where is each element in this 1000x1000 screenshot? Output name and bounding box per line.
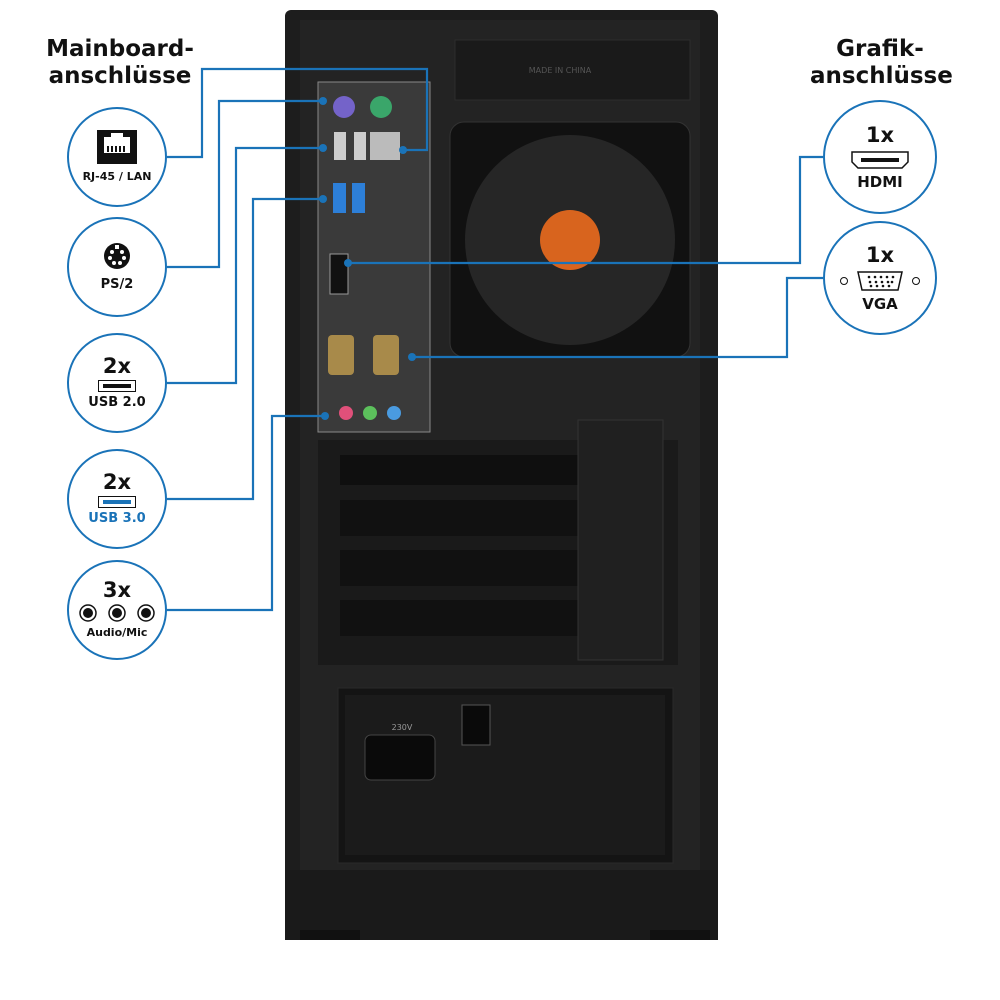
mainboard-ports-heading: Mainboard- anschlüsse — [40, 36, 200, 90]
heading-line: anschlüsse — [48, 63, 192, 89]
audio-jack-icon — [79, 604, 155, 622]
voltage-label: 230V — [392, 723, 413, 732]
port-label: VGA — [862, 295, 898, 313]
port-label: PS/2 — [100, 277, 134, 292]
ps2-mouse-port — [370, 96, 392, 118]
leader-line-hdmi — [348, 155, 823, 265]
port-badge-rj45: RJ-45 / LAN — [67, 107, 167, 207]
ethernet-icon — [97, 130, 137, 164]
power-switch — [461, 704, 491, 746]
heading-line: Grafik- — [836, 36, 924, 62]
leader-line-rj45 — [167, 67, 429, 159]
port-count: 2x — [102, 470, 132, 494]
usb-icon — [98, 380, 136, 392]
port-badge-audio: 3x Audio/Mic — [67, 560, 167, 660]
ps2-icon — [104, 243, 130, 269]
leader-line-ps2 — [167, 99, 323, 269]
vga-icon — [840, 271, 920, 291]
power-inlet — [364, 734, 436, 781]
heading-line: Mainboard- — [46, 36, 194, 62]
hdmi-icon — [851, 151, 909, 169]
port-count: 3x — [102, 578, 132, 602]
port-count: 1x — [865, 123, 895, 147]
port-count: 2x — [102, 354, 132, 378]
leader-line-vga — [412, 276, 823, 359]
port-label: USB 3.0 — [88, 511, 146, 526]
port-label: USB 2.0 — [88, 395, 146, 410]
made-in-text: MADE IN CHINA — [529, 66, 592, 75]
port-badge-vga: 1x VGA — [823, 221, 937, 335]
leader-line-audio — [167, 414, 325, 612]
leader-line-usb3 — [167, 197, 323, 501]
port-label: RJ-45 / LAN — [82, 170, 152, 183]
port-label: HDMI — [857, 173, 903, 191]
port-count: 1x — [865, 243, 895, 267]
port-badge-ps2: PS/2 — [67, 217, 167, 317]
graphics-ports-heading: Grafik- anschlüsse — [810, 36, 953, 90]
port-label: Audio/Mic — [86, 626, 148, 639]
port-badge-hdmi: 1x HDMI — [823, 100, 937, 214]
heading-line: anschlüsse — [810, 63, 953, 89]
port-badge-usb3: 2x USB 3.0 — [67, 449, 167, 549]
port-badge-usb2: 2x USB 2.0 — [67, 333, 167, 433]
ps2-keyboard-port — [333, 96, 355, 118]
usb3-icon — [98, 496, 136, 508]
leader-line-usb2 — [167, 146, 323, 385]
